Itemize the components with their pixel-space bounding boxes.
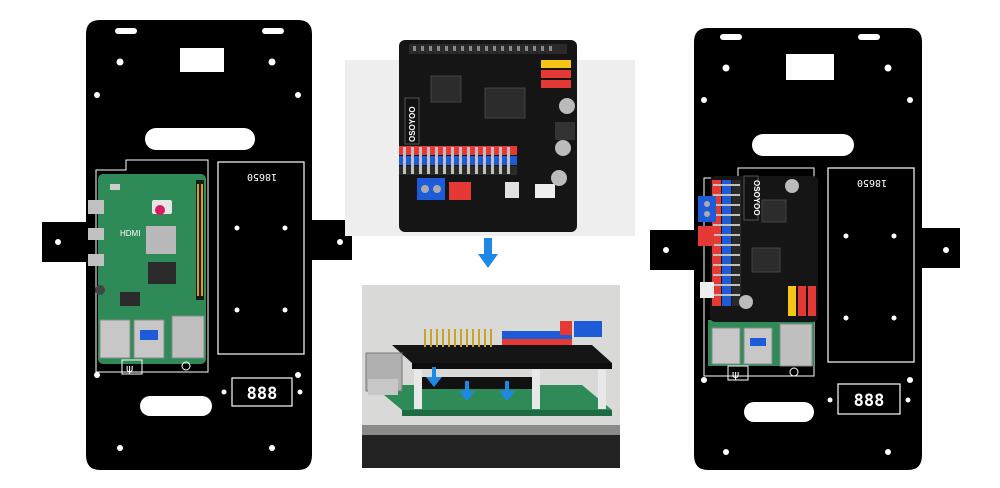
right-board-brand: OSOYOO bbox=[752, 180, 761, 216]
hat-board-photo: OSOYOO bbox=[345, 38, 635, 248]
left-battery-label: 18650 bbox=[247, 171, 277, 182]
down-arrow-icon bbox=[478, 238, 498, 270]
left-display-digits: 888 bbox=[247, 384, 278, 404]
left-assembly: HDMI ψ 18650 888 bbox=[0, 0, 360, 488]
left-chassis-plate: HDMI ψ 18650 888 bbox=[42, 20, 352, 470]
svg-text:ψ: ψ bbox=[126, 362, 133, 375]
svg-text:ψ: ψ bbox=[732, 368, 739, 381]
stack-assembly-photo bbox=[362, 285, 620, 468]
right-battery-label: 18650 bbox=[857, 177, 887, 188]
right-display-digits: 888 bbox=[854, 391, 885, 411]
svg-text:HDMI: HDMI bbox=[120, 229, 140, 238]
right-assembly: OSOYOO ψ 18650 888 bbox=[640, 0, 1000, 488]
right-chassis-plate: OSOYOO ψ 18650 888 bbox=[650, 28, 960, 470]
center-board-brand: OSOYOO bbox=[408, 106, 417, 142]
